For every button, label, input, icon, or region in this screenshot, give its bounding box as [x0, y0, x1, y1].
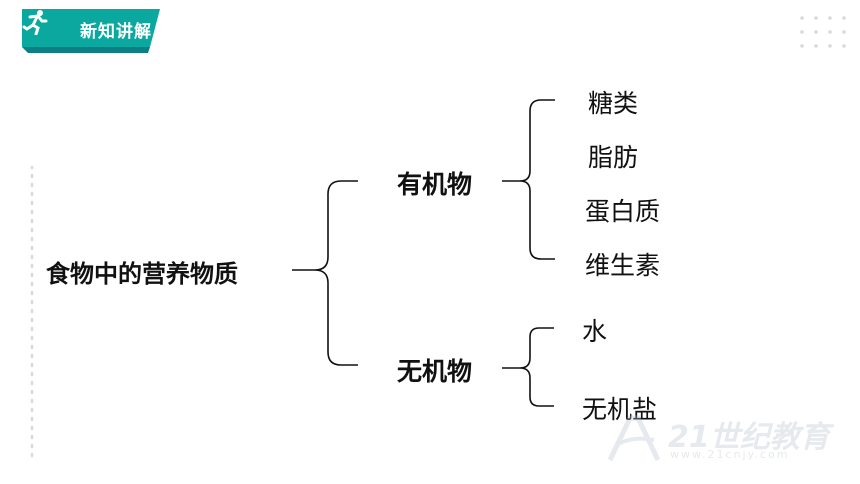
badge-shape — [22, 9, 160, 53]
inorganic-bracket — [502, 327, 554, 407]
root-bracket — [292, 180, 358, 366]
runner-icon — [22, 10, 48, 35]
watermark-logo-icon — [607, 415, 661, 462]
section-badge: 新知讲解 — [22, 9, 160, 53]
leaf-item: 无机盐 — [582, 395, 658, 424]
dot-grid-decoration — [800, 16, 846, 48]
leaf-item: 脂肪 — [588, 143, 639, 172]
leaf-item: 维生素 — [585, 251, 661, 280]
watermark-url: www.21cnjy.com — [670, 448, 790, 461]
organic-bracket — [502, 99, 555, 260]
badge-label: 新知讲解 — [80, 22, 152, 42]
leaf-item: 水 — [582, 317, 608, 346]
watermark-text: 21世纪教育 — [668, 420, 830, 455]
leaf-item: 蛋白质 — [585, 197, 661, 226]
branch-inorganic: 无机物 — [397, 357, 473, 386]
leaf-item: 糖类 — [588, 89, 639, 118]
root-node: 食物中的营养物质 — [46, 260, 238, 288]
branch-organic: 有机物 — [397, 170, 473, 199]
watermark: 21世纪教育 www.21cnjy.com — [600, 410, 840, 470]
